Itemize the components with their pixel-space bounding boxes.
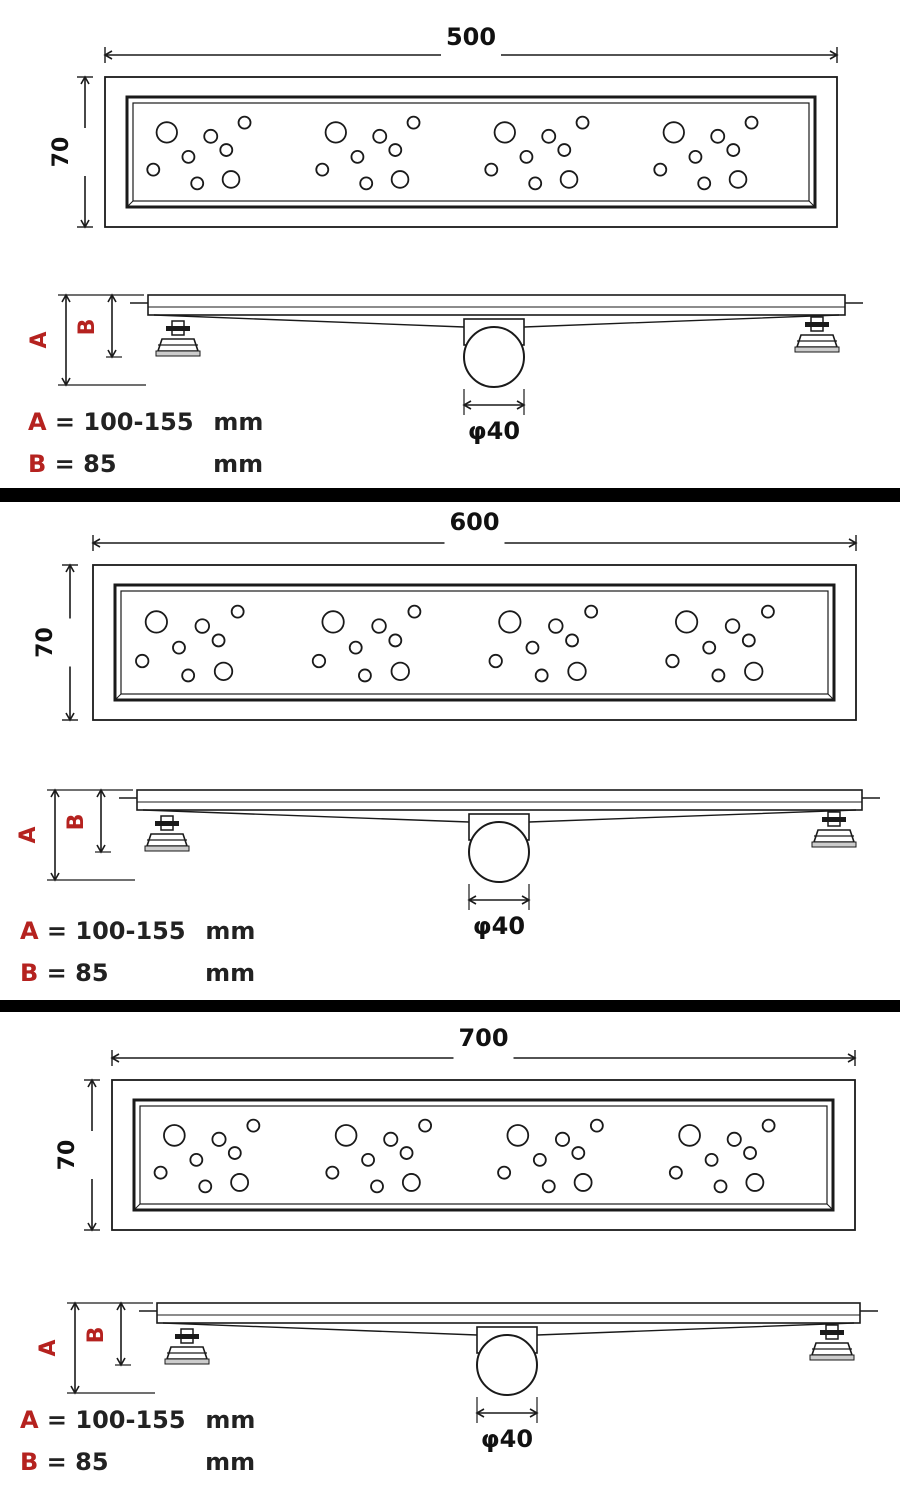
side-view — [119, 789, 880, 883]
dimension-value: 85 — [83, 450, 117, 478]
length-label: 700 — [458, 1024, 508, 1052]
dimension-key: B — [28, 450, 47, 478]
dimension-b: B = 85 mm — [20, 961, 255, 985]
dimension-b: B = 85 mm — [28, 452, 263, 476]
bubble-pattern — [153, 1118, 776, 1194]
dimension-key: A — [20, 917, 39, 945]
dimension-unit: mm — [205, 959, 256, 987]
height-a-dimension-line — [70, 1301, 80, 1395]
dimension-key: B — [20, 1448, 39, 1476]
outlet-pipe — [476, 1326, 538, 1396]
height-b-label: B — [84, 1327, 109, 1344]
width-label: 70 — [55, 1140, 80, 1171]
dimension-equals: = — [38, 917, 76, 945]
dimension-value: 100-155 — [83, 408, 194, 436]
outlet-label: φ40 — [473, 912, 525, 940]
panel-separator-1 — [0, 488, 900, 502]
dimension-value: 100-155 — [75, 917, 186, 945]
outlet-label: φ40 — [481, 1425, 533, 1453]
dimension-a: A = 100-155 mm — [20, 919, 255, 943]
dimension-unit: mm — [205, 917, 256, 945]
outlet-pipe — [463, 318, 525, 388]
outlet-diameter-line — [475, 1408, 539, 1418]
dimension-value: 85 — [75, 959, 109, 987]
width-label: 70 — [49, 137, 74, 168]
leveling-foot-right — [811, 811, 857, 848]
dimension-value: 100-155 — [75, 1406, 186, 1434]
length-label: 500 — [446, 23, 496, 51]
top-view — [104, 76, 838, 228]
width-label: 70 — [33, 627, 58, 658]
height-a-label: A — [27, 331, 52, 348]
dimension-a: A = 100-155 mm — [28, 410, 263, 434]
height-b-label: B — [64, 814, 89, 831]
bubble-pattern — [146, 115, 759, 191]
dimension-unit: mm — [205, 1406, 256, 1434]
dimension-key: A — [28, 408, 47, 436]
length-label: 600 — [449, 508, 499, 536]
dimension-key: A — [20, 1406, 39, 1434]
leveling-foot-left — [155, 320, 201, 357]
outlet-pipe — [468, 813, 530, 883]
dimension-equals: = — [38, 1406, 76, 1434]
leveling-foot-left — [144, 815, 190, 852]
dimension-equals: = — [46, 408, 84, 436]
dimension-equals: = — [46, 450, 84, 478]
height-a-label: A — [16, 826, 41, 843]
dimension-unit: mm — [205, 1448, 256, 1476]
outlet-label: φ40 — [468, 417, 520, 445]
side-view — [139, 1302, 878, 1396]
dimension-a: A = 100-155 mm — [20, 1408, 255, 1432]
dimension-equals: = — [38, 1448, 76, 1476]
leveling-foot-left — [164, 1328, 210, 1365]
dimension-key: B — [20, 959, 39, 987]
dimension-value: 85 — [75, 1448, 109, 1476]
leveling-foot-right — [794, 316, 840, 353]
leveling-foot-right — [809, 1324, 855, 1361]
top-view — [111, 1079, 856, 1231]
dimension-equals: = — [38, 959, 76, 987]
dimension-b: B = 85 mm — [20, 1450, 255, 1474]
top-view — [92, 564, 857, 721]
height-b-label: B — [75, 319, 100, 336]
side-view — [130, 294, 863, 388]
height-a-label: A — [36, 1339, 61, 1356]
dimension-unit: mm — [213, 450, 264, 478]
dimension-unit: mm — [213, 408, 264, 436]
panel-separator-2 — [0, 1000, 900, 1012]
height-b-dimension-line — [116, 1301, 126, 1367]
bubble-pattern — [135, 604, 775, 683]
